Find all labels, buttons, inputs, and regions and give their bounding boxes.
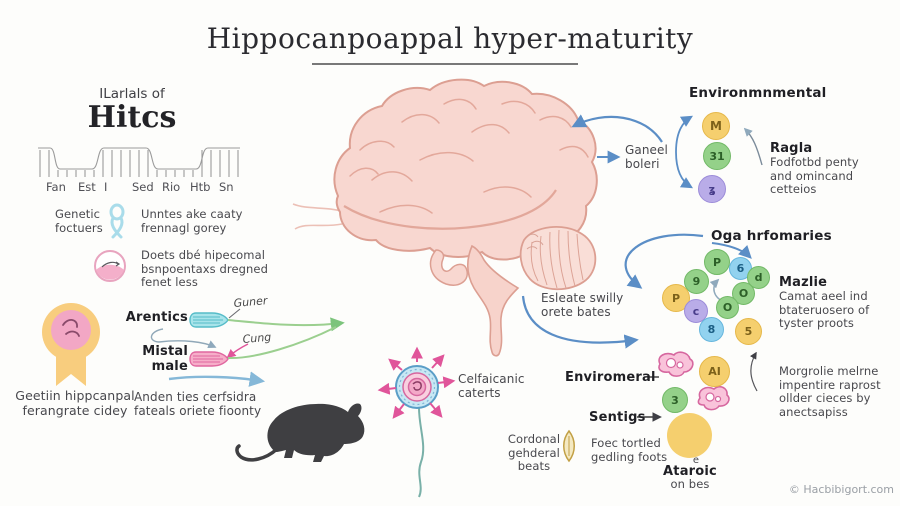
ataroic-mark: e (692, 455, 700, 466)
bracket-lower (675, 151, 694, 189)
wave-tick-label: Fan (46, 180, 66, 194)
ai-circle: AI (699, 356, 730, 387)
arentics-label: Arentics (125, 310, 188, 325)
cluster-circle: d (747, 266, 770, 289)
bracket-upper (675, 115, 694, 153)
green-3-circle: 3 (662, 387, 688, 413)
combs-caption: Anden ties cerfsidra fateals oriete fioo… (134, 390, 262, 419)
ragla-block: Ragla Fodfotbd penty and omincand cettei… (770, 141, 859, 197)
hitcs-title: Hitcs (87, 100, 177, 135)
morgrolie-block: Morgrolie melrne impentire raprost ollde… (779, 364, 881, 419)
wave-tick-label: I (104, 180, 108, 194)
cluster-circle: P (704, 249, 730, 275)
environmental-heading: Environmnmental (689, 85, 827, 101)
esleate-label: Esleate swilly orete bates (541, 291, 624, 320)
radiating-cell-icon (377, 346, 456, 498)
page-title: Hippocanpoappal hyper-maturity (206, 22, 694, 55)
disc-caption: Doets dbé hipecomal bsnpoentaxs dregned … (141, 248, 269, 290)
env-circle-2: 31 (703, 142, 731, 170)
cung-label: Cung (242, 331, 272, 346)
oga-heading: Oga hrfomaries (711, 228, 832, 244)
env-circle-3: ʓ (698, 175, 726, 203)
wave-tick-label: Sn (219, 180, 234, 194)
cell-label: Celfaicanic caterts (458, 372, 525, 401)
wave-tick-label: Est (78, 180, 96, 194)
morg-arrow (749, 351, 758, 392)
ataroic-circle (667, 413, 712, 458)
blue-arrow-below-combs (168, 371, 266, 387)
cluster-circle: P (662, 284, 690, 312)
ataroic-heading: Ataroic (663, 464, 717, 479)
cluster-circle: 5 (735, 318, 762, 345)
sentigs-label: Sentigs (589, 410, 646, 425)
genetic-factors-label: Genetic foctuers (55, 207, 103, 235)
ataroic-subtext: on bes (670, 477, 710, 491)
hitcs-heading: ILarlals of Hitcs (58, 86, 206, 134)
converging-green-arrows (227, 317, 345, 360)
badge-caption: Geetiin hippcanpal ferangrate cidey (15, 388, 135, 418)
eeg-waveform (38, 147, 240, 177)
leaf-icon (563, 429, 575, 463)
cluster-circle: O (716, 296, 739, 319)
title-underline (312, 63, 578, 65)
wave-tick-label: Sed (132, 180, 154, 194)
badge-icon (42, 303, 100, 386)
enviromeral-label: Enviromeral (565, 370, 656, 385)
cordonal-label: Cordonal gehderal beats (507, 432, 561, 474)
hitcs-subheading: ILarlals of (99, 86, 165, 102)
mazlie-heading: Mazlie (779, 275, 828, 290)
cluster-circle: O (732, 282, 755, 305)
mazlie-block: Mazlie Camat aeel ind btateruosero of ty… (779, 275, 870, 331)
mistal-male-label: Mistal male (142, 344, 188, 375)
cluster-circle: 8 (699, 317, 724, 342)
hippocampus-disc-icon (94, 250, 126, 282)
ragla-heading: Ragla (770, 141, 813, 156)
arrow-to-brain (571, 114, 663, 143)
ganeel-label: Ganeel boleri (625, 143, 668, 172)
guner-label: Guner (233, 294, 269, 310)
env-circle-1: M (702, 112, 730, 140)
watermark: © Hacbibigort.com (788, 483, 894, 496)
electrode-combs (189, 308, 249, 367)
wave-tick-label: Rio (162, 180, 181, 194)
foec-label: Foec tortled gedling foots (591, 436, 668, 464)
wave-tick-label: Htb (190, 180, 211, 194)
ragla-arrow (743, 127, 763, 166)
ribbon-caption: Unntes ake caaty frennagl gorey (141, 207, 243, 235)
